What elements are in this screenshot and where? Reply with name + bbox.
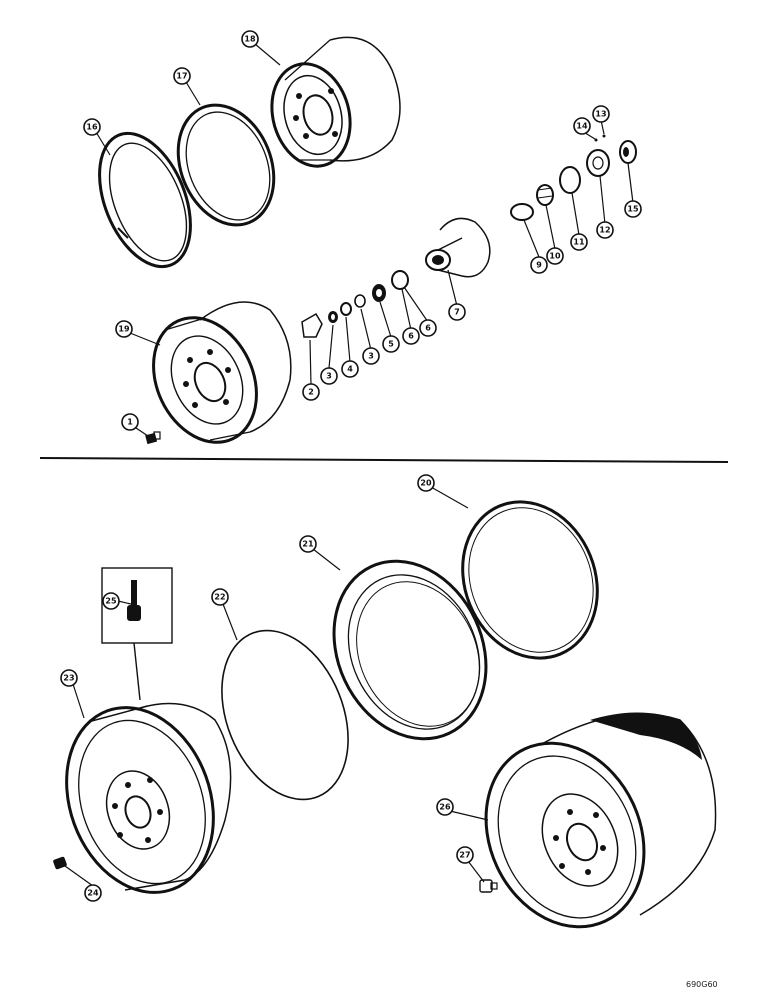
- svg-text:22: 22: [214, 593, 225, 602]
- leader-lines: [64, 43, 634, 887]
- callout-17: 17: [173, 67, 191, 85]
- callout-25: 25: [102, 592, 120, 610]
- svg-text:9: 9: [536, 261, 542, 270]
- callout-2: 2: [302, 383, 320, 401]
- callout-10: 10: [546, 247, 564, 265]
- part-18-rim: [270, 36, 401, 168]
- part-22-o-ring: [221, 629, 349, 801]
- part-24-bolt: [53, 856, 67, 870]
- callout-1: 1: [121, 413, 139, 431]
- svg-text:25: 25: [105, 597, 117, 606]
- part-23-wheel: [65, 702, 232, 894]
- svg-text:1: 1: [127, 418, 133, 427]
- callout-3b: 3: [362, 347, 380, 365]
- callout-24: 24: [84, 884, 102, 902]
- part-20-ring: [461, 500, 599, 660]
- part-12-nut: [586, 149, 610, 177]
- svg-text:20: 20: [420, 479, 432, 488]
- callout-19: 19: [115, 320, 133, 338]
- section-divider: [39, 457, 729, 463]
- part-16-split-ring: [98, 131, 192, 269]
- svg-text:6: 6: [408, 332, 414, 341]
- callout-4: 4: [341, 360, 359, 378]
- callout-18: 18: [241, 30, 259, 48]
- svg-text:19: 19: [118, 325, 130, 334]
- part-27-bolt: [479, 879, 498, 893]
- svg-text:15: 15: [627, 205, 639, 214]
- svg-text:18: 18: [244, 35, 256, 44]
- svg-text:10: 10: [549, 252, 561, 261]
- svg-text:2: 2: [308, 388, 314, 397]
- svg-text:3: 3: [368, 352, 374, 361]
- part-4-nut: [340, 302, 352, 316]
- svg-text:17: 17: [176, 72, 187, 81]
- callout-23: 23: [60, 669, 78, 687]
- callout-14: 14: [573, 117, 591, 135]
- svg-text:21: 21: [302, 540, 314, 549]
- part-11-seal: [559, 166, 581, 194]
- svg-text:14: 14: [576, 122, 588, 131]
- figure-code: 690G60: [686, 980, 718, 989]
- part-25-valve-inset: [101, 567, 173, 701]
- svg-text:26: 26: [439, 803, 451, 812]
- part-10-bearing: [536, 184, 554, 206]
- callout-26: 26: [436, 798, 454, 816]
- svg-text:27: 27: [459, 851, 470, 860]
- svg-text:6: 6: [425, 324, 431, 333]
- callout-9: 9: [530, 256, 548, 274]
- callout-12: 12: [596, 221, 614, 239]
- part-5-bearing: [372, 284, 386, 302]
- callout-21: 21: [299, 535, 317, 553]
- callout-27: 27: [456, 846, 474, 864]
- svg-text:24: 24: [87, 889, 99, 898]
- part-17-ring: [176, 103, 276, 227]
- callout-3: 3: [320, 367, 338, 385]
- callout-13: 13: [592, 105, 610, 123]
- part-1-bolt: [145, 431, 161, 445]
- callout-11: 11: [570, 233, 588, 251]
- part-15-cap: [619, 140, 637, 164]
- part-9-cup: [510, 203, 534, 221]
- callout-20: 20: [417, 474, 435, 492]
- callout-6: 6: [402, 327, 420, 345]
- part-6-cup: [391, 270, 409, 290]
- callout-5: 5: [382, 335, 400, 353]
- callout-6b: 6: [419, 319, 437, 337]
- svg-text:12: 12: [599, 226, 610, 235]
- svg-text:7: 7: [454, 308, 460, 317]
- svg-text:4: 4: [347, 365, 353, 374]
- part-7-hub: [425, 217, 491, 278]
- part-21-rim-ring: [332, 559, 488, 741]
- callout-22: 22: [211, 588, 229, 606]
- callout-16: 16: [83, 118, 101, 136]
- svg-text:5: 5: [388, 340, 394, 349]
- callout-7: 7: [448, 303, 466, 321]
- svg-text:23: 23: [63, 674, 74, 683]
- part-3-washer-b: [354, 294, 366, 308]
- callout-15: 15: [624, 200, 642, 218]
- svg-text:3: 3: [326, 372, 332, 381]
- svg-text:13: 13: [595, 110, 606, 119]
- part-14-washer: [594, 138, 598, 142]
- part-13-pin: [602, 134, 606, 138]
- svg-text:11: 11: [573, 238, 585, 247]
- part-26-wheel: [484, 712, 717, 929]
- svg-text:16: 16: [86, 123, 98, 132]
- part-2-cap: [301, 312, 323, 338]
- part-19-rim: [152, 301, 292, 444]
- part-3-washer: [328, 311, 338, 323]
